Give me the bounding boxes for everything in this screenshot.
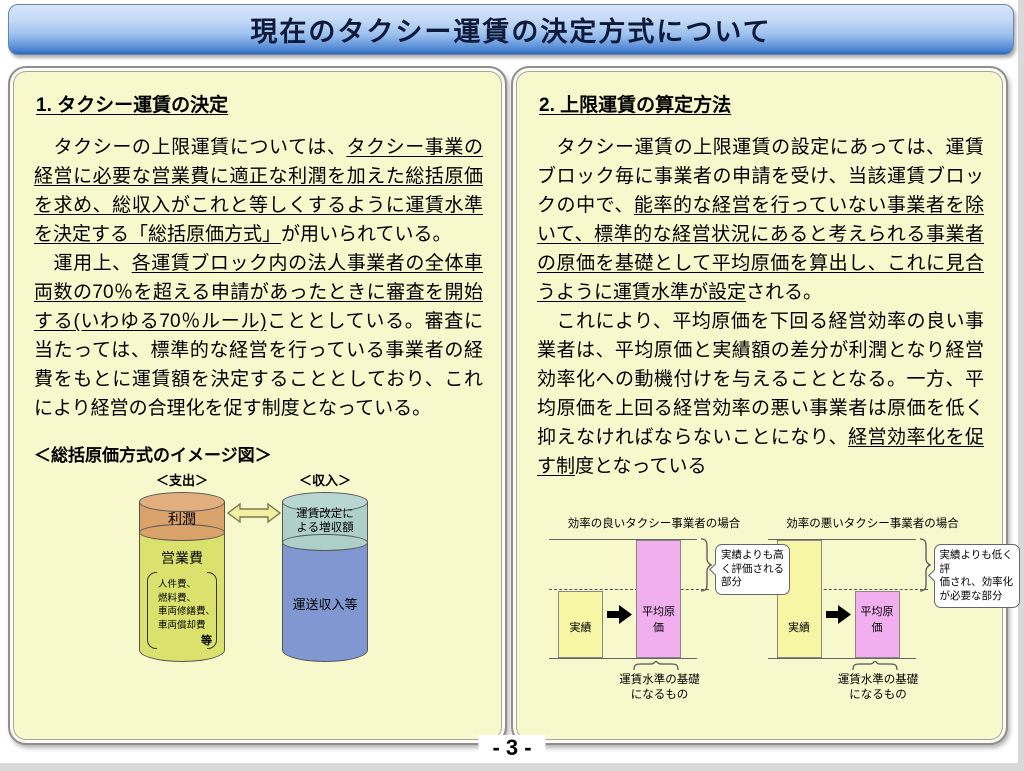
chart-title: 効率の悪いタクシー事業者の場合: [786, 518, 959, 530]
income-label: ＜収入＞: [298, 473, 351, 488]
fare-basis-label: 運賃水準の基礎 になるもの: [837, 674, 919, 701]
actual-bar-label: 実績: [569, 622, 592, 634]
section1-paragraph1: タクシーの上限運賃については、タクシー事業の経営に必要な営業費に適正な利潤を加え…: [34, 137, 483, 245]
section1-paragraph2: 運用上、各運賃ブロック内の法人事業者の全体車両数の70％を超える申請があったとき…: [34, 253, 483, 419]
callout-bubble: 実績よりも高 く評価される 部分: [715, 544, 790, 595]
average-cost-bar-label: 平均原価: [860, 606, 894, 634]
operating-cost-label: 営業費: [161, 550, 203, 566]
profit-label: 利潤: [168, 511, 196, 527]
slide-title-bar: 現在のタクシー運賃の決定方式について: [8, 4, 1014, 55]
section2-paragraph2: これにより、平均原価を下回る経営効率の良い事業者は、平均原価と実績額の差分が利潤…: [537, 311, 984, 477]
efficiency-chart-good: 効率の良いタクシー事業者の場合 実績 平均原価: [547, 515, 790, 715]
section2-heading: 2. 上限運賃の算定方法: [539, 95, 732, 116]
right-panel: 2. 上限運賃の算定方法 タクシー運賃の上限運賃の設定にあっては、運賃ブロック毎…: [511, 66, 1020, 745]
callout-bubble: 実績よりも低く評 価され、効率化 が必要な部分: [933, 544, 1020, 608]
right-arrow-icon: [607, 605, 632, 624]
fare-increase-label: 運賃改定に よる増収額: [296, 508, 354, 534]
cylinder-cap: [282, 492, 368, 512]
left-panel: 1. タクシー運賃の決定 タクシーの上限運賃については、タクシー事業の経営に必要…: [8, 66, 507, 745]
increase-segment-divider: [282, 534, 368, 551]
dashed-reference-line: [767, 589, 928, 590]
left-paren: [147, 572, 157, 649]
average-cost-bar-label: 平均原価: [642, 606, 675, 634]
right-arrow-icon: [825, 605, 851, 624]
fare-basis-label: 運賃水準の基礎 になるもの: [619, 674, 700, 701]
efficiency-chart-bad: 効率の悪いタクシー事業者の場合 実績 平均原価: [766, 515, 1020, 715]
page-title: 現在のタクシー運賃の決定方式について: [250, 17, 772, 47]
income-cylinder: 運賃改定に よる増収額 運送収入等: [282, 492, 368, 662]
vertical-brace: [700, 538, 712, 592]
profit-segment-divider: [139, 524, 225, 541]
cost-items-bracket: 人件費、 燃料費、 車両修繕費、 車両償却費 等: [147, 572, 217, 649]
dashed-reference-line: [549, 589, 709, 590]
chart-title: 効率の良いタクシー事業者の場合: [567, 518, 741, 530]
actual-bar-label: 実績: [788, 622, 810, 634]
diagram-caption: ＜総括原価方式のイメージ図＞: [34, 446, 272, 465]
page-number: - 3 -: [478, 735, 546, 761]
average-cost-bar: 平均原価: [854, 590, 900, 658]
efficiency-charts: 効率の良いタクシー事業者の場合 実績 平均原価: [547, 515, 1020, 715]
chart-plot: 実績 平均原価 実績よりも高 く評価される 部分: [549, 538, 790, 659]
chart-plot: 実績 平均原価 実績よりも低く評 価され、効率化 が必要な部分: [767, 538, 1020, 659]
cost-items-list: 人件費、 燃料費、 車両修繕費、 車両償却費: [158, 579, 216, 631]
transport-income-segment: [282, 542, 368, 662]
section2-paragraph1: タクシー運賃の上限運賃の設定にあっては、運賃ブロック毎に事業者の申請を受け、当該…: [537, 137, 984, 303]
cylinder-cap: [139, 492, 225, 512]
vertical-brace: [919, 538, 931, 592]
actual-bar: 実績: [558, 590, 603, 658]
expense-label: ＜支出＞: [155, 473, 208, 488]
section1-heading: 1. タクシー運賃の決定: [36, 95, 229, 116]
horizontal-brace: [633, 661, 679, 671]
etc-label: 等: [201, 635, 212, 647]
horizontal-brace: [851, 661, 898, 671]
transport-income-label: 運送収入等: [292, 597, 358, 612]
average-cost-bar: 平均原価: [636, 540, 681, 658]
total-cost-method-diagram: ＜支出＞ ＜収入＞ 利潤 営業費 人件費、 燃料費、 車両修繕費、 車両償却費 …: [34, 470, 483, 682]
two-way-arrow-icon: [227, 502, 281, 524]
expense-cylinder: 利潤 営業費 人件費、 燃料費、 車両修繕費、 車両償却費 等: [139, 492, 225, 662]
